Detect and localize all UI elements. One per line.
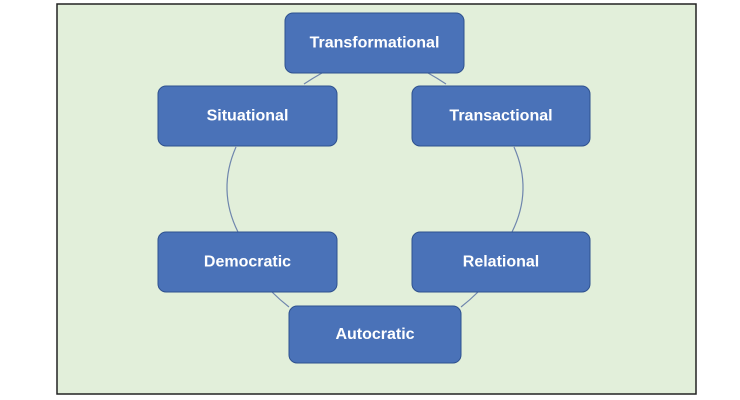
node-box bbox=[288, 305, 462, 364]
node-box bbox=[157, 85, 338, 147]
node-transformational: Transformational bbox=[284, 12, 465, 74]
connector-democratic-situational bbox=[226, 146, 239, 233]
connector-transactional-relational bbox=[511, 146, 524, 233]
node-label: Transformational bbox=[310, 35, 440, 52]
node-democratic: Democratic bbox=[157, 231, 338, 293]
node-box bbox=[157, 231, 338, 293]
cycle-connectors bbox=[226, 72, 524, 308]
node-box bbox=[411, 231, 591, 293]
node-autocratic: Autocratic bbox=[288, 305, 462, 364]
connector-transformational-transactional bbox=[427, 72, 447, 85]
node-transactional: Transactional bbox=[411, 85, 591, 147]
node-situational: Situational bbox=[157, 85, 338, 147]
node-box bbox=[284, 12, 465, 74]
node-label: Situational bbox=[207, 108, 289, 125]
node-label: Transactional bbox=[449, 108, 552, 125]
connector-relational-autocratic bbox=[460, 291, 479, 308]
connector-autocratic-democratic bbox=[271, 291, 290, 308]
node-label: Autocratic bbox=[335, 326, 414, 343]
node-box bbox=[411, 85, 591, 147]
node-relational: Relational bbox=[411, 231, 591, 293]
node-label: Democratic bbox=[204, 254, 291, 271]
connector-situational-transformational bbox=[303, 72, 323, 85]
node-label: Relational bbox=[463, 254, 539, 271]
